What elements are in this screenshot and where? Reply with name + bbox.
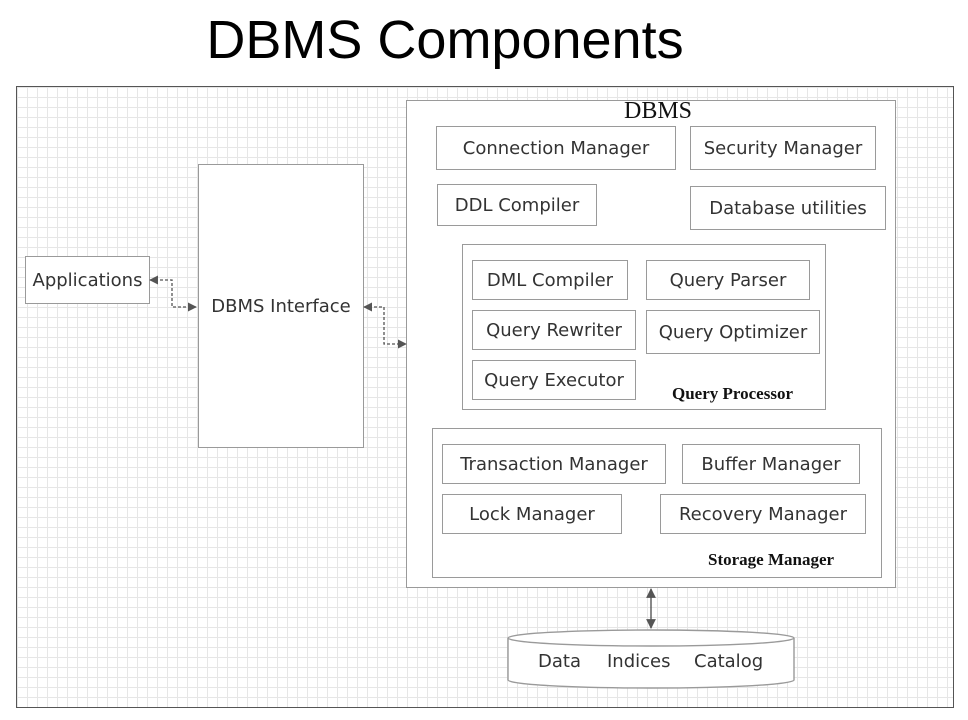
query-executor-box: Query Executor — [472, 360, 636, 400]
security-manager-box: Security Manager — [690, 126, 876, 170]
buffer-manager-box: Buffer Manager — [682, 444, 860, 484]
dml-compiler-box: DML Compiler — [472, 260, 628, 300]
query-optimizer-box: Query Optimizer — [646, 310, 820, 354]
database-utilities-box: Database utilities — [690, 186, 886, 230]
query-rewriter-box: Query Rewriter — [472, 310, 636, 350]
applications-box: Applications — [25, 256, 150, 304]
storage-indices-label: Indices — [607, 651, 671, 672]
ddl-compiler-box: DDL Compiler — [437, 184, 597, 226]
slide-title: DBMS Components — [206, 10, 684, 70]
transaction-manager-box: Transaction Manager — [442, 444, 666, 484]
dbms-label: DBMS — [624, 98, 693, 124]
storage-data-label: Data — [538, 651, 581, 672]
recovery-manager-box: Recovery Manager — [660, 494, 866, 534]
lock-manager-box: Lock Manager — [442, 494, 622, 534]
query-processor-label: Query Processor — [672, 384, 794, 403]
connection-manager-box: Connection Manager — [436, 126, 676, 170]
dbms-interface-box: DBMS Interface — [198, 164, 364, 448]
query-parser-box: Query Parser — [646, 260, 810, 300]
storage-catalog-label: Catalog — [694, 651, 764, 672]
storage-manager-label: Storage Manager — [708, 550, 835, 569]
